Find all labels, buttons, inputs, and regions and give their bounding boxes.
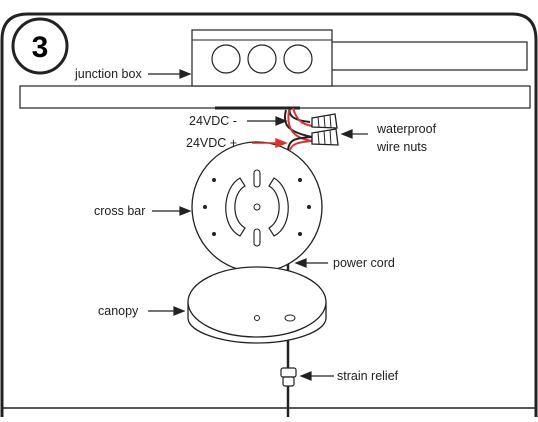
panel-frame: [0, 12, 538, 417]
strain-relief: [280, 367, 297, 387]
ceiling-bar: [19, 85, 531, 109]
leader-arrows: [148, 69, 368, 381]
positive-leader-arrow: [252, 137, 288, 149]
strain-relief-label: strain relief: [337, 369, 399, 383]
ceiling-joist: [324, 41, 528, 71]
wire-nut-top: [311, 113, 338, 129]
supply-wires: [283, 107, 313, 151]
step-badge: [11, 17, 69, 75]
junction-box: [191, 29, 333, 87]
negative-label: 24VDC -: [189, 114, 237, 128]
canopy-label: canopy: [98, 304, 139, 318]
junction-box-label: junction box: [74, 67, 142, 81]
power-cord-label: power cord: [333, 256, 395, 270]
wire-nuts-label: wire nuts: [376, 140, 427, 154]
positive-label: 24VDC +: [186, 136, 237, 150]
step-number: 3: [32, 31, 49, 64]
wire-nut-bottom: [311, 128, 339, 146]
knockout-circle: [283, 44, 313, 74]
cross-bar-label: cross bar: [94, 204, 145, 218]
knockout-circle: [211, 44, 241, 74]
canopy: [187, 266, 327, 344]
cross-bar: [191, 141, 323, 273]
knockout-circle: [247, 44, 277, 74]
waterproof-label: waterproof: [376, 122, 437, 136]
